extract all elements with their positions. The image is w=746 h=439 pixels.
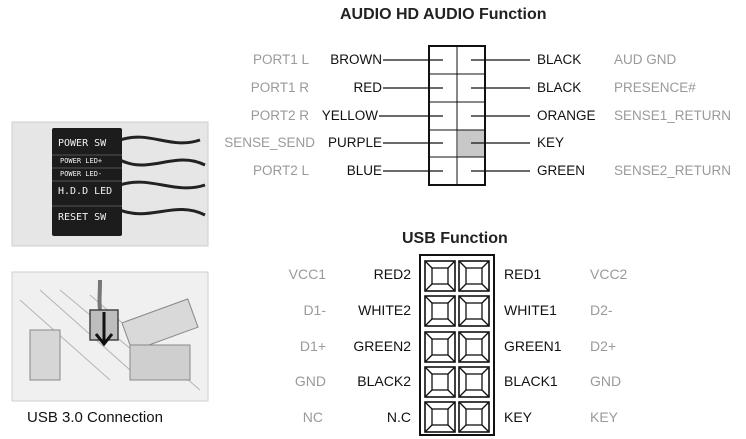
usb-right-wire: GREEN1 <box>504 338 562 354</box>
audio-left-signal: PORT2 R <box>250 108 309 123</box>
usb-title: USB Function <box>402 230 508 247</box>
audio-left-wire: BROWN <box>330 52 382 67</box>
usb-left-signal: D1+ <box>299 338 326 354</box>
audio-right-signal: AUD GND <box>614 52 677 67</box>
usb-pin <box>424 401 456 433</box>
usb-right-signal: GND <box>590 373 622 389</box>
usb-pin <box>458 331 490 363</box>
usb-left-signal: GND <box>294 373 326 389</box>
front-panel-label: H.D.D LED <box>58 186 113 197</box>
audio-title: AUDIO HD AUDIO Function <box>340 6 547 23</box>
audio-right-wire: KEY <box>537 135 565 150</box>
audio-left-signal: PORT2 L <box>252 163 309 178</box>
usb-left-wire: GREEN2 <box>353 338 411 354</box>
audio-right-wire: BLACK <box>537 52 582 67</box>
audio-left-signal: PORT1 L <box>252 52 309 67</box>
usb-left-signal: VCC1 <box>288 266 326 282</box>
audio-right-wire: ORANGE <box>537 108 596 123</box>
audio-right-wire: BLACK <box>537 80 582 95</box>
usb-right-wire: BLACK1 <box>504 373 558 389</box>
front-panel-label: RESET SW <box>58 212 107 223</box>
audio-right-wire: GREEN <box>537 163 586 178</box>
audio-left-wire: PURPLE <box>327 135 382 150</box>
usb-pins <box>424 260 490 433</box>
usb-left-wire: N.C <box>386 409 411 425</box>
audio-right-signal: SENSE2_RETURN <box>614 163 732 178</box>
usb-left-wire: BLACK2 <box>357 373 411 389</box>
audio-left-wire: BLUE <box>346 163 382 178</box>
usb-pin <box>458 366 490 398</box>
usb-pin <box>424 331 456 363</box>
front-panel-label: POWER LED+ <box>60 157 103 165</box>
audio-left-wire: YELLOW <box>321 108 378 123</box>
usb-right-wire: RED1 <box>504 266 542 282</box>
audio-left-signal: SENSE_SEND <box>224 135 315 150</box>
usb-right-wire: WHITE1 <box>504 302 557 318</box>
front-panel-label: POWER LED- <box>60 170 103 178</box>
usb3-photo <box>11 271 209 402</box>
usb3-caption: USB 3.0 Connection <box>27 409 163 426</box>
usb-left-wire: RED2 <box>373 266 411 282</box>
usb-pin <box>458 260 490 292</box>
usb-pin <box>424 260 456 292</box>
audio-left-signal: PORT1 R <box>250 80 309 95</box>
usb-pin <box>424 295 456 327</box>
front-panel-label: POWER SW <box>58 138 107 149</box>
usb-left-signal: D1- <box>303 302 326 318</box>
usb-right-signal: D2- <box>590 302 613 318</box>
usb-pin <box>424 366 456 398</box>
audio-right-signal: SENSE1_RETURN <box>614 108 732 123</box>
front-panel-photo <box>11 121 209 247</box>
usb-right-signal: D2+ <box>590 338 617 354</box>
usb-pin <box>458 295 490 327</box>
audio-leader-lines <box>379 59 530 172</box>
usb-header-connector <box>419 254 495 436</box>
usb-left-wire: WHITE2 <box>358 302 411 318</box>
usb-pin <box>458 401 490 433</box>
usb-right-signal: VCC2 <box>590 266 628 282</box>
audio-right-signal: PRESENCE# <box>614 80 696 95</box>
usb-right-wire: KEY <box>504 409 533 425</box>
usb-right-signal: KEY <box>590 409 619 425</box>
usb-left-signal: NC <box>302 409 323 425</box>
audio-left-wire: RED <box>353 80 382 95</box>
